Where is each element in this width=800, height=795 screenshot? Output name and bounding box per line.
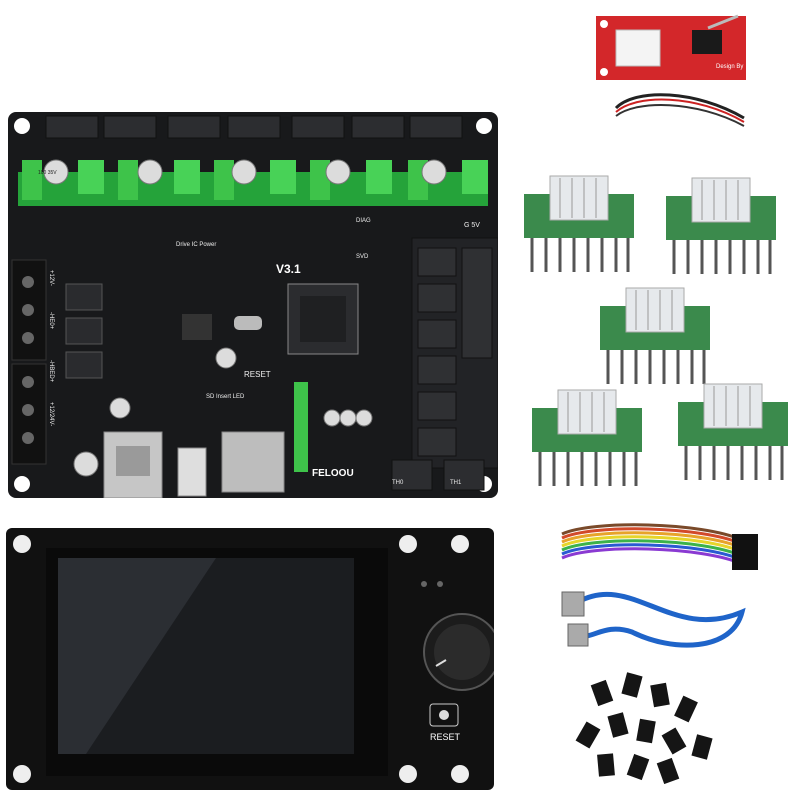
version-label: V3.1 <box>276 262 301 276</box>
reset-label: RESET <box>244 370 271 379</box>
heater-label-3: +12/24V- <box>48 402 54 427</box>
stepper-driver-1 <box>520 172 638 282</box>
stepper-driver-5 <box>674 380 792 490</box>
display-reset-label: RESET <box>430 732 461 742</box>
heater-label-0: +12V- <box>48 270 54 286</box>
jumpers <box>574 664 724 784</box>
drive-label: Drive IC Power <box>176 242 217 248</box>
lcd-display <box>6 528 494 790</box>
heater-label-1: -HE0+ <box>48 312 54 330</box>
endstop-label: Design By <box>716 64 744 70</box>
ribbon-cable <box>552 512 762 572</box>
thermistor-label-0: TH0 <box>392 480 404 486</box>
brand-label: FELOOU <box>312 468 354 479</box>
thermistor-label-1: TH1 <box>450 480 462 486</box>
usb-cable <box>552 582 752 662</box>
power-label: G 5V <box>464 222 480 229</box>
svd-label: SVD <box>356 254 369 260</box>
stepper-driver-2 <box>662 174 780 284</box>
endstop-switch <box>596 8 746 128</box>
heater-label-2: -HBED+ <box>48 360 54 383</box>
mainboard <box>8 112 498 498</box>
sd-label: SD Insert LED <box>206 394 245 400</box>
capacitor-label: 100 35V <box>38 170 57 176</box>
diag-label: DIAG <box>356 218 371 224</box>
stepper-driver-4 <box>528 386 646 496</box>
stepper-driver-3 <box>596 284 714 394</box>
